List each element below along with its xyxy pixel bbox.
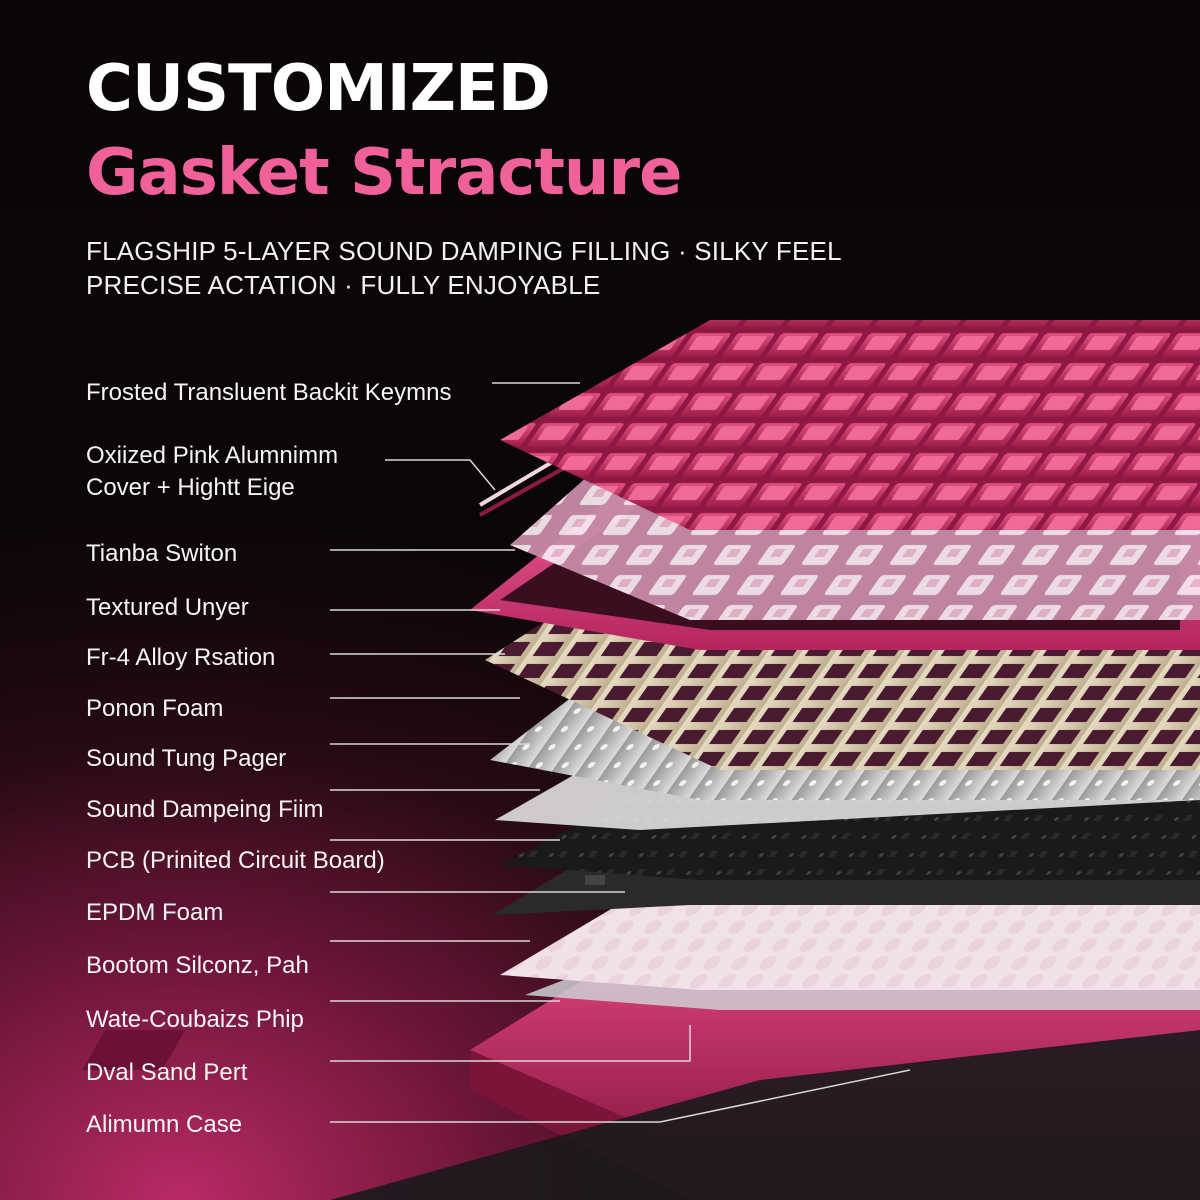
label-aluminum-cover: Oxiized Pink Alumnimm Cover + Hightt Eig… [86, 442, 339, 501]
label-pcb: PCB (Prinited Circuit Board) [86, 847, 385, 874]
label-dual-sand-pert: Dval Sand Pert [86, 1059, 248, 1086]
label-keycaps: Frosted Transluent Backit Keymns [86, 379, 452, 406]
subtitle-line-2: PRECISE ACTATION · FULLY ENJOYABLE [86, 270, 601, 300]
label-epdm-foam: EPDM Foam [86, 899, 224, 926]
label-sound-damping-film: Sound Dampeing Fiim [86, 796, 324, 823]
subtitle-line-1: FLAGSHIP 5-LAYER SOUND DAMPING FILLING ·… [86, 236, 842, 266]
label-water-chip: Wate-Coubaizs Phip [86, 1006, 304, 1033]
label-bottom-silicone-pad: Bootom Silconz, Pah [86, 952, 309, 979]
label-poron-foam: Ponon Foam [86, 695, 224, 722]
label-textured-layer: Textured Unyer [86, 594, 249, 621]
title-gasket-structure: Gasket Stracture [86, 136, 682, 210]
title-customized: CUSTOMIZED [86, 52, 551, 126]
label-aluminum-case: Alimumn Case [86, 1111, 243, 1138]
label-sound-tuning-paper: Sound Tung Pager [86, 745, 287, 772]
label-plate: Fr-4 Alloy Rsation [86, 644, 276, 671]
label-switches: Tianba Switon [86, 540, 238, 567]
